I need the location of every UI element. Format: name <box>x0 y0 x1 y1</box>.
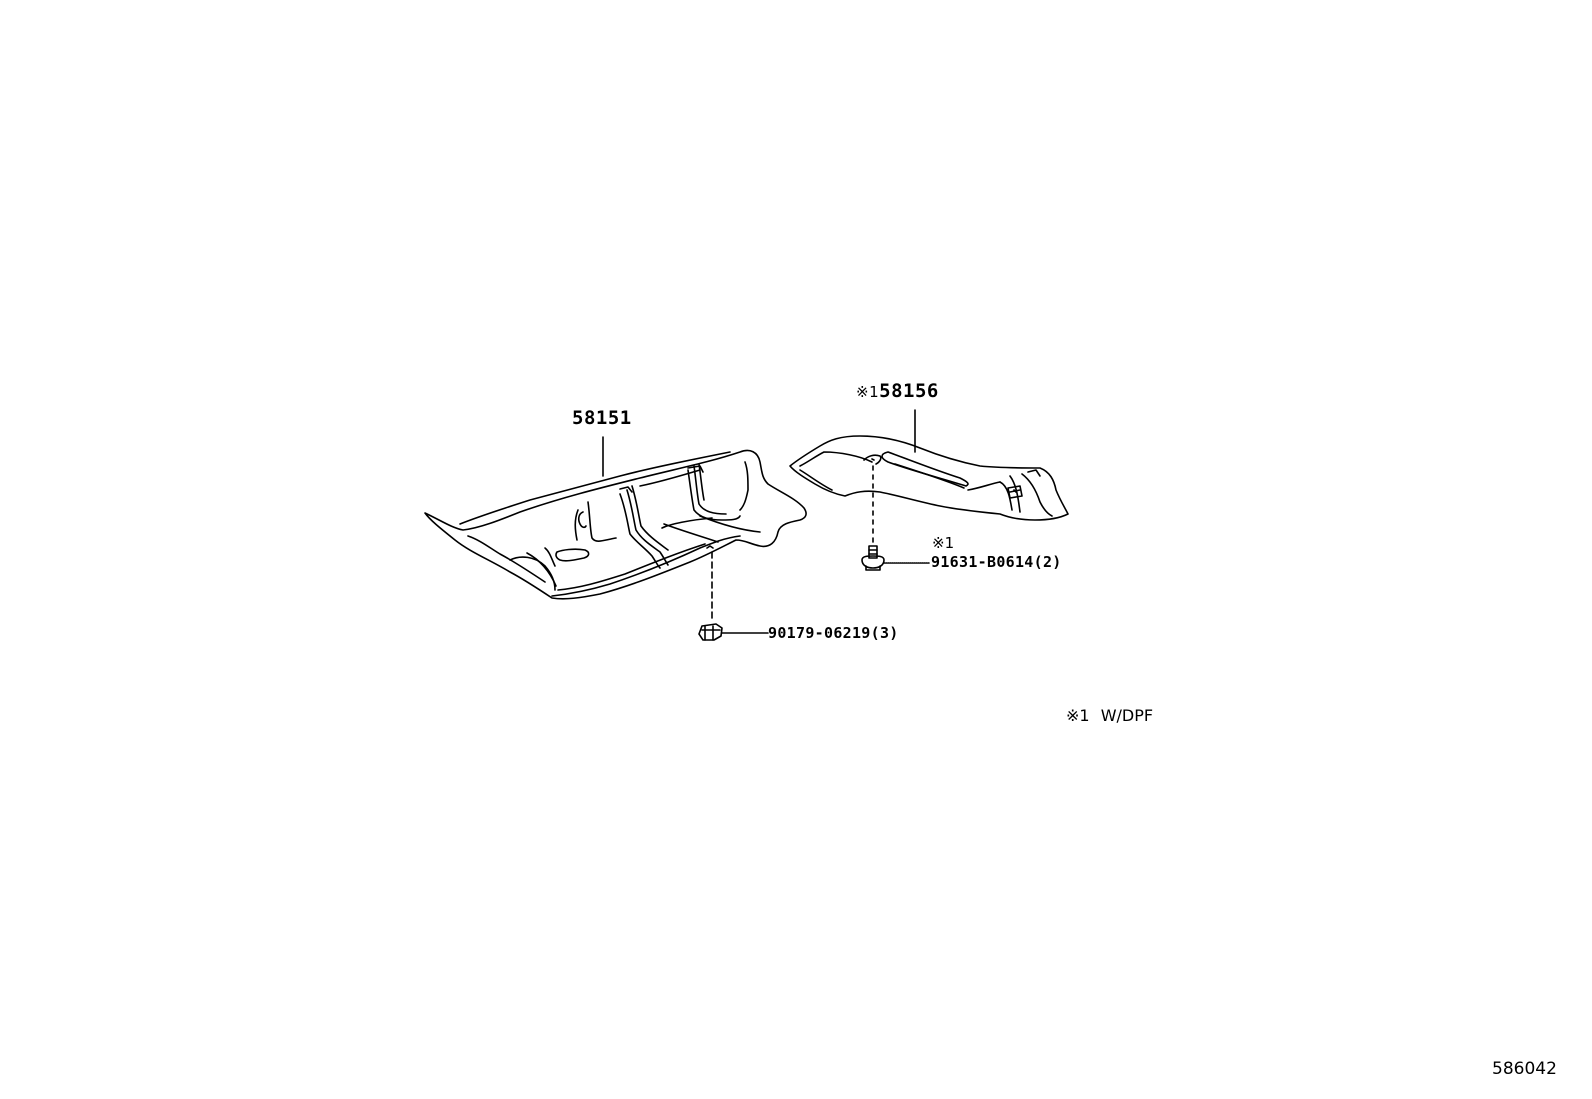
part-number-90179-06219[interactable]: 90179-06219(3) <box>768 626 899 641</box>
quantity: (2) <box>1033 553 1062 571</box>
part-number-text: 90179-06219 <box>768 624 871 642</box>
quantity: (3) <box>870 624 899 642</box>
bolt-91631-B0614[interactable] <box>861 545 885 571</box>
part-number-text: 91631-B0614 <box>931 553 1034 571</box>
heat-insulator-58151[interactable] <box>424 449 807 600</box>
part-number-text: 58156 <box>879 380 939 402</box>
part-number-91631-B0614[interactable]: 91631-B0614(2) <box>931 555 1062 570</box>
legend-mark: ※1 <box>1066 706 1090 725</box>
legend-text: W/DPF <box>1100 706 1154 725</box>
diagram-id: 586042 <box>1492 1059 1557 1079</box>
note-mark: ※1 <box>856 383 880 401</box>
part-number-58151[interactable]: 58151 <box>572 407 632 429</box>
nut-90179-06219[interactable] <box>698 623 723 641</box>
note-mark-bolt: ※1 <box>932 534 955 552</box>
legend-note: ※1 W/DPF <box>1066 708 1153 724</box>
part-number-58156[interactable]: ※158156 <box>856 382 939 401</box>
heat-insulator-58156[interactable] <box>789 435 1069 521</box>
